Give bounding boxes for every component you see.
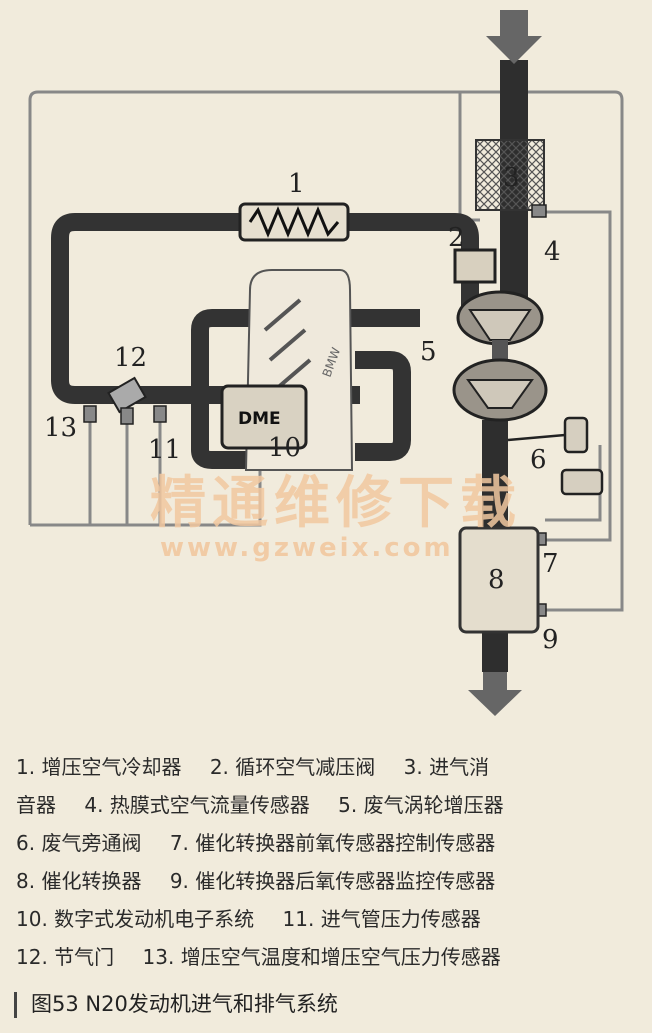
number-11: 11 [148, 435, 181, 465]
number-13: 13 [44, 413, 77, 443]
legend-item: 3. 进气消 [403, 755, 490, 779]
dme-label: DME [238, 409, 281, 429]
legend-line-3: 6. 废气旁通阀 7. 催化转换器前氧传感器控制传感器 [16, 824, 636, 862]
legend-line-6: 12. 节气门 13. 增压空气温度和增压空气压力传感器 [16, 938, 636, 976]
legend-item: 13. 增压空气温度和增压空气压力传感器 [142, 945, 501, 969]
legend-item: 10. 数字式发动机电子系统 [16, 907, 255, 931]
legend-line-2: 音器 4. 热膜式空气流量传感器 5. 废气涡轮增压器 [16, 786, 636, 824]
legend: 1. 增压空气冷却器 2. 循环空气减压阀 3. 进气消 音器 4. 热膜式空气… [16, 748, 636, 976]
legend-line-4: 8. 催化转换器 9. 催化转换器后氧传感器监控传感器 [16, 862, 636, 900]
number-9: 9 [542, 625, 559, 655]
caption-text: 图53 N20发动机进气和排气系统 [31, 992, 338, 1016]
number-1: 1 [288, 169, 305, 199]
air-filter-box [475, 139, 545, 211]
legend-item: 6. 废气旁通阀 [16, 831, 142, 855]
signal-wires [28, 90, 624, 612]
legend-item: 8. 催化转换器 [16, 869, 142, 893]
number-3: 3 [503, 163, 520, 193]
recirculation-valve [453, 248, 497, 284]
number-6: 6 [530, 445, 547, 475]
legend-line-1: 1. 增压空气冷却器 2. 循环空气减压阀 3. 进气消 [16, 748, 636, 786]
exhaust-arrow-icon [468, 672, 522, 716]
wastegate-actuator [507, 416, 604, 496]
figure-caption: 图53 N20发动机进气和排气系统 [14, 988, 338, 1018]
number-7: 7 [542, 549, 559, 579]
catalytic-converter [458, 526, 540, 634]
throttle-body [107, 376, 147, 414]
legend-item: 5. 废气涡轮增压器 [338, 793, 504, 817]
legend-item: 音器 [16, 793, 56, 817]
legend-line-5: 10. 数字式发动机电子系统 11. 进气管压力传感器 [16, 900, 636, 938]
exhaust-pipe-bottom [482, 420, 508, 530]
watermark-text: 精通维修下载 [150, 471, 522, 536]
number-10: 10 [268, 433, 301, 463]
caption-bar [14, 992, 17, 1018]
intake-arrow-icon [486, 10, 542, 64]
dme-control-unit: DME [220, 384, 308, 450]
legend-item: 12. 节气门 [16, 945, 115, 969]
number-12: 12 [114, 343, 147, 373]
number-8: 8 [488, 565, 505, 595]
legend-item: 1. 增压空气冷却器 [16, 755, 182, 779]
legend-item: 4. 热膜式空气流量传感器 [84, 793, 310, 817]
legend-item: 9. 催化转换器后氧传感器监控传感器 [169, 869, 496, 893]
number-5: 5 [420, 337, 437, 367]
turbocharger [452, 290, 548, 422]
intercooler [238, 202, 350, 242]
legend-item: 11. 进气管压力传感器 [282, 907, 481, 931]
watermark-url: www.gzweix.com [160, 533, 454, 563]
number-2: 2 [448, 223, 465, 253]
legend-item: 7. 催化转换器前氧传感器控制传感器 [169, 831, 496, 855]
exhaust-outlet [482, 632, 508, 672]
number-4: 4 [544, 237, 561, 267]
legend-item: 2. 循环空气减压阀 [209, 755, 376, 779]
intake-exhaust-diagram: BMW DME 精通维修下载 www.gzweix.com 1 2 3 4 5 … [28, 10, 624, 716]
